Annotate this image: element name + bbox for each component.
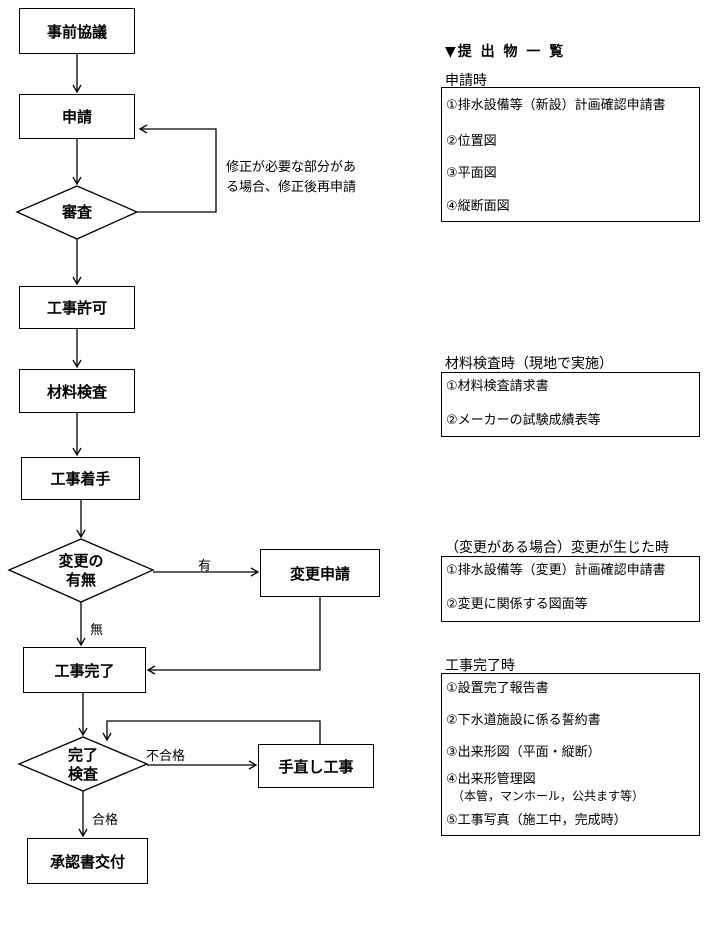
- complete-box: 工事完了: [23, 647, 146, 693]
- change-apply-label: 変更申請: [289, 564, 350, 583]
- revise-note-line-2: る場合、修正後再申請: [226, 180, 357, 195]
- change-question-line-2: 有無: [65, 571, 96, 589]
- list-item: ①設置完了報告書: [446, 681, 549, 696]
- section-heading-complete: 工事完了時: [445, 658, 515, 674]
- list-item: ②メーカーの試験成績表等: [446, 413, 601, 428]
- pre-consult-box: 事前協議: [19, 8, 135, 54]
- section-box-complete: ①設置完了報告書 ②下水道施設に係る誓約書 ③出来形図（平面・縦断） ④出来形管…: [441, 673, 700, 836]
- yes-label: 有: [198, 559, 212, 574]
- rework-label: 手直し工事: [278, 757, 354, 776]
- apply-label: 申請: [61, 108, 92, 126]
- pre-consult-label: 事前協議: [46, 22, 107, 41]
- change-apply-box: 変更申請: [260, 549, 380, 597]
- pass-label: 合格: [92, 813, 119, 828]
- list-item: ⑤工事写真（施工中，完成時）: [446, 813, 627, 828]
- list-item: ③出来形図（平面・縦断）: [446, 745, 601, 760]
- permit-box: 工事許可: [19, 286, 135, 329]
- section-heading-change: （変更がある場合）変更が生じた時: [445, 540, 669, 556]
- list-item: ①材料検査請求書: [446, 379, 549, 394]
- section-box-change: ①排水設備等（変更）計画確認申請書 ②変更に関係する図面等: [441, 556, 700, 622]
- list-item: ③平面図: [446, 166, 497, 181]
- section-heading-material: 材料検査時（現地で実施）: [445, 356, 613, 372]
- change-question-label: 変更の 有無: [36, 552, 126, 590]
- fail-label: 不合格: [146, 749, 186, 764]
- inspect-line-2: 検査: [67, 765, 98, 783]
- review-label: 審査: [61, 203, 92, 221]
- complete-label: 工事完了: [54, 661, 115, 680]
- no-label: 無: [90, 623, 104, 638]
- list-item: （本管，マンホール，公共ます等）: [452, 789, 645, 803]
- list-item: ①排水設備等（変更）計画確認申請書: [446, 563, 666, 578]
- submission-list-title: ▼提 出 物 一 覧: [445, 44, 566, 60]
- list-item: ①排水設備等（新設）計画確認申請書: [446, 98, 666, 113]
- apply-box: 申請: [19, 94, 135, 139]
- approval-label: 承認書交付: [49, 852, 125, 871]
- change-question-line-1: 変更の: [58, 552, 104, 570]
- inspect-line-1: 完了: [67, 746, 98, 764]
- start-label: 工事着手: [50, 470, 111, 488]
- revise-note: 修正が必要な部分があ る場合、修正後再申請: [226, 158, 356, 198]
- approval-box: 承認書交付: [27, 838, 148, 884]
- start-box: 工事着手: [21, 457, 140, 500]
- section-heading-apply: 申請時: [445, 73, 487, 89]
- material-check-box: 材料検査: [19, 369, 135, 413]
- rework-box: 手直し工事: [258, 744, 374, 788]
- section-box-material: ①材料検査請求書 ②メーカーの試験成績表等: [441, 372, 700, 437]
- revise-note-line-1: 修正が必要な部分があ: [226, 160, 357, 175]
- list-item: ④出来形管理図: [446, 772, 536, 787]
- list-item: ②変更に関係する図面等: [446, 597, 588, 612]
- list-item: ②位置図: [446, 134, 497, 149]
- list-item: ②下水道施設に係る誓約書: [446, 713, 601, 728]
- permit-label: 工事許可: [46, 299, 107, 317]
- list-item: ④縦断面図: [446, 199, 510, 214]
- inspect-label: 完了 検査: [43, 746, 123, 784]
- section-box-apply: ①排水設備等（新設）計画確認申請書 ②位置図 ③平面図 ④縦断面図: [441, 87, 700, 222]
- material-check-label: 材料検査: [46, 382, 107, 401]
